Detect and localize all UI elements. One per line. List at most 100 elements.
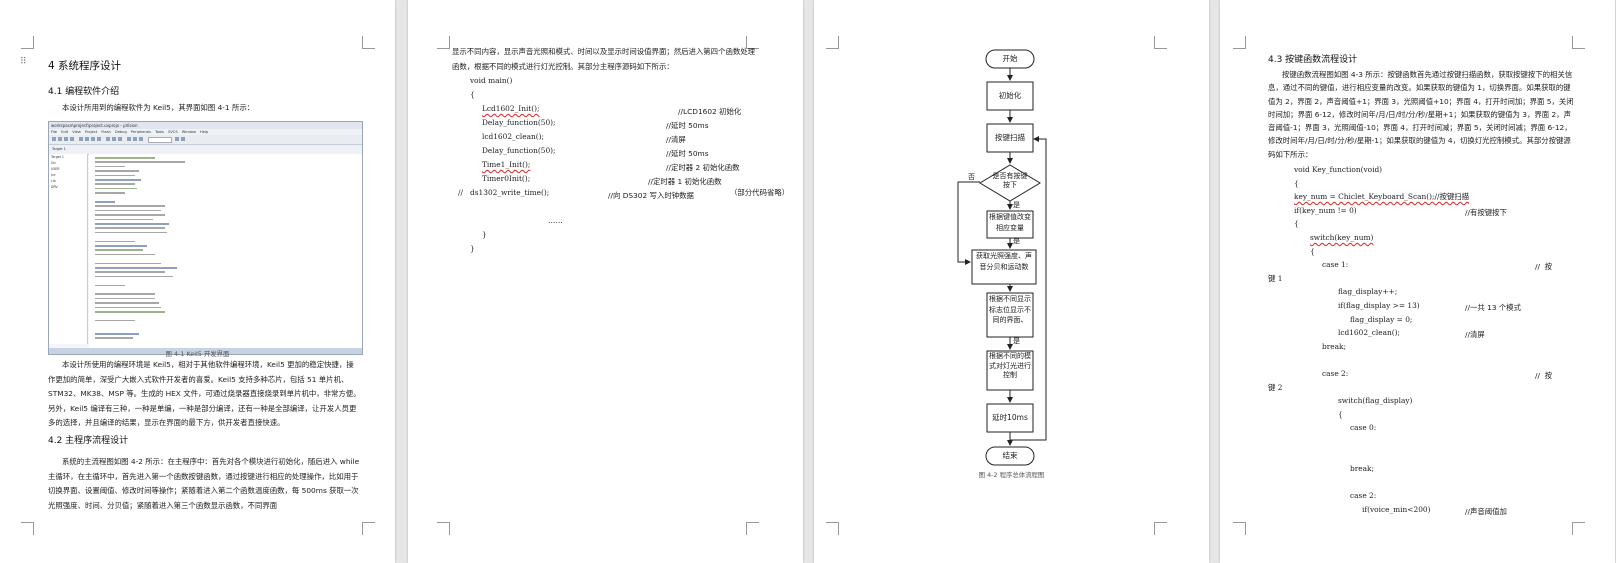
crop-mark — [1154, 36, 1167, 49]
crop-mark — [1154, 522, 1167, 535]
ide-code-line — [95, 214, 165, 216]
code-text: Lcd1602_Init(); — [482, 104, 540, 113]
code-text: lcd1602_clean(); — [1338, 328, 1401, 338]
code-comment: // 按 — [1535, 262, 1553, 272]
ide-code-line — [95, 170, 139, 172]
flow-label-yes: 是 — [1013, 337, 1020, 345]
crop-mark — [21, 522, 34, 535]
keil-ide-screenshot: workspace\project\project.uvprojx - µVis… — [48, 121, 363, 355]
flow-process — [986, 81, 1034, 111]
code-line: case 1: — [1322, 258, 1348, 272]
code-comment: //清屏 — [1465, 330, 1485, 340]
code-text: flag_display++; — [1338, 287, 1398, 297]
ide-toolbar — [49, 135, 362, 145]
ide-project-item: Src — [51, 161, 57, 165]
code-line: } — [482, 230, 487, 239]
code-line: Time1_Init(); — [482, 158, 530, 172]
flow-process — [986, 292, 1034, 338]
ide-code-line — [95, 231, 167, 234]
code-line: switch(key_num) — [1310, 231, 1373, 245]
ide-code-line — [95, 165, 125, 168]
code-comment: // 按 — [1535, 371, 1553, 380]
code-comment: //一共 13 个模式 — [1465, 303, 1522, 312]
code-comment: //向 DS302 写入时钟数据 — [608, 191, 694, 200]
flow-node-acquire: 获取光照强度、声音分贝和运动数 — [976, 252, 1032, 271]
code-line: void Key_function(void) — [1294, 163, 1382, 177]
ide-code-line — [95, 311, 165, 313]
ide-code-line — [95, 192, 125, 194]
code-line: Lcd1602_Init(); — [482, 102, 540, 116]
code-line: flag_display++; — [1338, 285, 1397, 299]
ide-code-line — [95, 179, 141, 181]
code-comment: //定时器 1 初始化函数 — [648, 177, 722, 186]
code-line: { — [1338, 408, 1343, 422]
code-line: } — [470, 244, 475, 253]
paragraph: 本设计所用到的编程软件为 Keil5，其界面如图 4-1 所示： — [62, 103, 255, 112]
crop-mark — [362, 522, 375, 535]
code-text: { — [1338, 409, 1343, 419]
ide-code-line — [95, 293, 155, 295]
code-line: Delay_function(50); — [482, 146, 556, 155]
ide-code-line — [95, 201, 115, 203]
ide-code-line — [95, 284, 125, 287]
flow-terminal-start — [985, 49, 1035, 69]
ide-code-line — [95, 209, 161, 212]
ide-project-item: Lib — [51, 179, 56, 183]
ide-project-item: Inc — [51, 173, 56, 177]
code-text: { — [1294, 178, 1299, 188]
code-line: key_num = Chiclet_Keyboard_Scan();//按键扫描 — [1294, 190, 1469, 204]
code-text: if(key_num != 0) — [1294, 205, 1357, 215]
code-text: case 1: — [1322, 260, 1349, 270]
code-text: break; — [1350, 464, 1375, 474]
figure-caption: 图 4-1 Keil5 开发界面 — [165, 350, 230, 358]
code-text: key_num = Chiclet_Keyboard_Scan();//按键扫描 — [1294, 192, 1470, 202]
flow-node-light-control: 根据不同的模式对灯光进行控制 — [989, 352, 1031, 379]
crop-mark — [437, 522, 450, 535]
code-comment: //有按键按下 — [1465, 207, 1507, 217]
crop-mark — [826, 36, 839, 49]
ide-code-line — [95, 249, 143, 251]
code-line: // ds1302_write_time(); — [458, 188, 550, 197]
code-text: 键 1 — [1268, 273, 1283, 283]
crop-mark — [1233, 36, 1246, 49]
code-text: Time1_Init(); — [482, 160, 531, 169]
document-page-2: 显示不同内容，显示声音光照和模式、时间以及显示时间设值界面；然后进入第四个函数处… — [408, 0, 803, 563]
figure-caption: 图 4-2 程序总体流程图 — [978, 471, 1045, 479]
code-text: case 2: — [1350, 491, 1377, 501]
ide-project-item: USER — [51, 167, 60, 171]
crop-mark — [1572, 522, 1585, 535]
code-text: case 2: — [1322, 369, 1349, 378]
code-comment: //清屏 — [666, 135, 686, 144]
code-line: if(voice_min<200) — [1362, 503, 1431, 517]
drag-handle-icon[interactable]: ⠿ — [20, 57, 27, 67]
ide-code-line — [95, 302, 159, 304]
ide-code-line — [95, 161, 185, 163]
ide-code-line — [95, 297, 155, 300]
ide-code-line — [95, 227, 165, 229]
document-page-3: 开始 初始化 按键扫描 是否有按键按下 根据键值改变相应变量 获取光照强度、声音… — [814, 0, 1209, 563]
ide-code-line — [95, 337, 133, 339]
flow-loop-arrow — [1010, 136, 1047, 441]
code-comment: //LCD1602 初始化 — [678, 107, 742, 116]
code-comment: //延时 50ms — [666, 149, 709, 158]
ide-code-line — [95, 187, 137, 190]
flow-arrow-no — [957, 181, 980, 265]
ide-code-line — [95, 306, 161, 309]
crop-mark — [1572, 36, 1585, 49]
flow-process — [971, 249, 1037, 285]
code-line: { — [1294, 177, 1299, 191]
code-line: break; — [1350, 462, 1374, 476]
paragraph: 按键函数流程图如图 4-3 所示：按键函数首先通过按键扫描函数，获取按键按下的相… — [1268, 70, 1574, 159]
code-text: flag_display = 0; — [1350, 314, 1413, 324]
code-line: …… — [548, 216, 563, 225]
code-line: case 2: — [1322, 367, 1348, 381]
paragraph: 系统的主流程图如图 4-2 所示：在主程序中：首先对各个模块进行初始化，随后进入… — [48, 457, 360, 510]
flow-label-no: 否 — [968, 173, 975, 181]
flow-node-start: 开始 — [1002, 54, 1018, 63]
flow-node-scan: 按键扫描 — [995, 133, 1025, 142]
code-line: lcd1602_clean(); — [1338, 326, 1400, 340]
flow-node-delay: 延时10ms — [992, 413, 1028, 422]
flow-decision — [979, 164, 1041, 202]
ide-status-bar — [49, 348, 362, 354]
